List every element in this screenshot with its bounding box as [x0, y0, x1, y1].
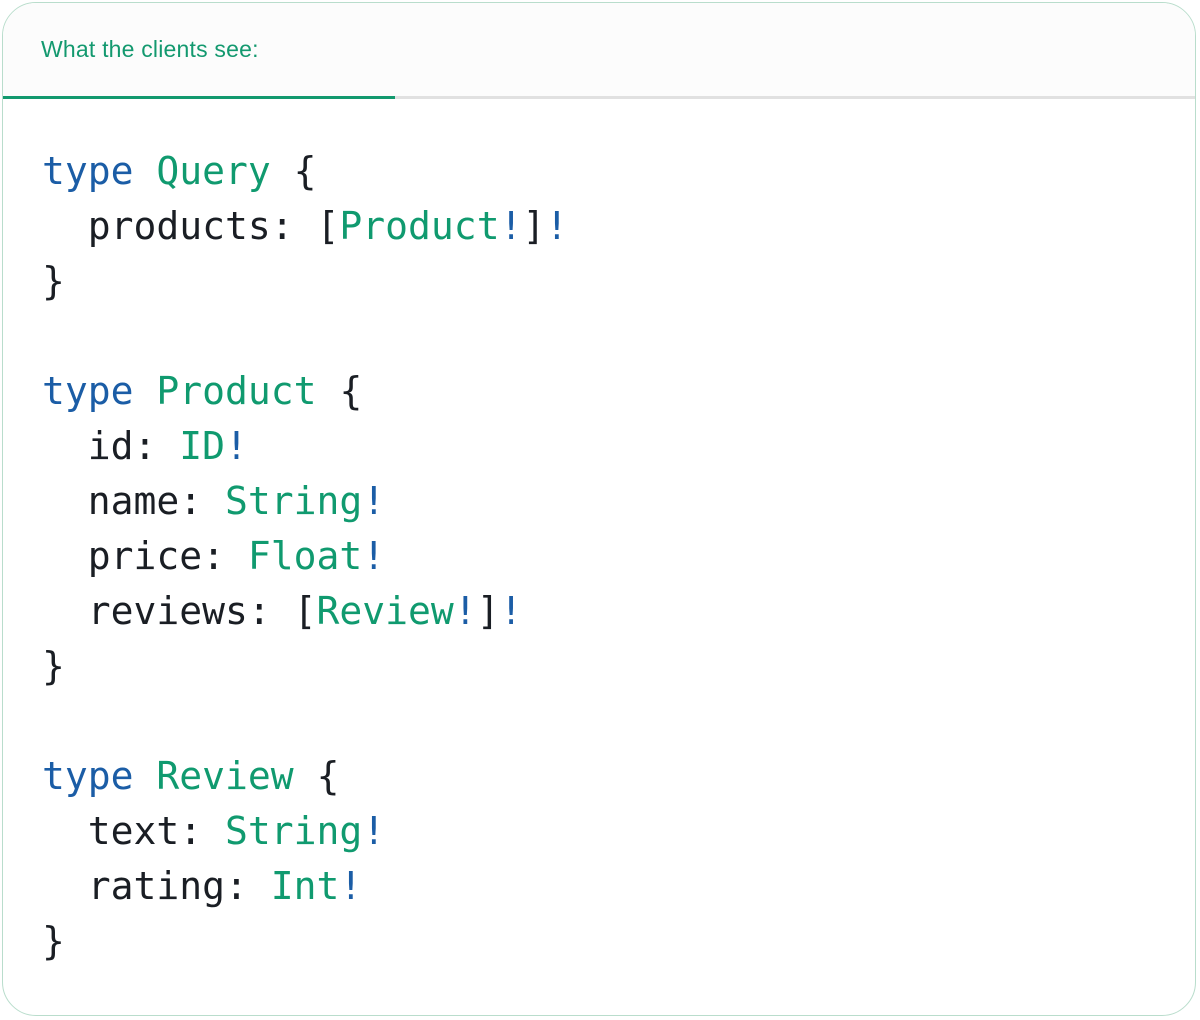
code-token-type: Product — [339, 204, 500, 248]
code-token-plain: price: — [42, 534, 248, 578]
code-token-keyword: type — [42, 754, 134, 798]
code-token-plain: ] — [522, 204, 546, 248]
code-line: name: String! — [42, 474, 1165, 529]
code-token-plain: } — [42, 259, 65, 303]
code-token-plain: { — [316, 369, 363, 413]
code-line — [42, 309, 1165, 364]
code-token-keyword: ! — [453, 589, 477, 633]
code-token-plain: rating: — [42, 864, 271, 908]
tab-bar: What the clients see: — [3, 3, 1195, 99]
code-line: price: Float! — [42, 529, 1165, 584]
code-token-keyword: ! — [499, 589, 523, 633]
code-line: type Query { — [42, 144, 1165, 199]
code-token-keyword: ! — [362, 809, 386, 853]
tab-what-the-clients-see[interactable]: What the clients see: — [3, 3, 395, 99]
code-line: } — [42, 914, 1165, 969]
code-line: id: ID! — [42, 419, 1165, 474]
code-token-keyword: ! — [499, 204, 523, 248]
code-line: } — [42, 639, 1165, 694]
code-token-type: String — [225, 479, 363, 523]
code-block: type Query { products: [Product!]!}type … — [3, 99, 1195, 969]
code-token-type: Query — [156, 149, 271, 193]
code-token-keyword: ! — [362, 479, 386, 523]
code-token-plain: reviews: [ — [42, 589, 317, 633]
tab-label: What the clients see: — [41, 36, 259, 62]
code-token-plain: } — [42, 644, 65, 688]
code-token-type: String — [225, 809, 363, 853]
code-token-keyword: ! — [545, 204, 569, 248]
code-token-plain: products: [ — [42, 204, 340, 248]
code-line: type Review { — [42, 749, 1165, 804]
code-line — [42, 694, 1165, 749]
code-token-plain: name: — [42, 479, 226, 523]
code-token-type: Int — [270, 864, 340, 908]
code-token-plain: { — [293, 754, 340, 798]
code-token-plain: text: — [42, 809, 226, 853]
code-token-plain — [134, 754, 157, 798]
code-token-plain — [134, 149, 157, 193]
code-token-plain — [134, 369, 157, 413]
code-token-keyword: ! — [362, 534, 386, 578]
code-token-keyword: ! — [339, 864, 363, 908]
code-token-type: ID — [179, 424, 226, 468]
code-token-keyword: ! — [225, 424, 248, 468]
code-token-plain: id: — [42, 424, 180, 468]
code-token-plain: ] — [476, 589, 500, 633]
code-token-type: Product — [156, 369, 317, 413]
code-token-type: Review — [316, 589, 454, 633]
code-token-keyword: type — [42, 149, 134, 193]
code-token-type: Review — [156, 754, 294, 798]
code-line: reviews: [Review!]! — [42, 584, 1165, 639]
code-line: products: [Product!]! — [42, 199, 1165, 254]
code-line: text: String! — [42, 804, 1165, 859]
code-token-keyword: type — [42, 369, 134, 413]
code-token-plain: { — [270, 149, 317, 193]
code-token-plain: } — [42, 919, 65, 963]
code-line: type Product { — [42, 364, 1165, 419]
code-token-type: Float — [247, 534, 363, 578]
code-line: } — [42, 254, 1165, 309]
code-line: rating: Int! — [42, 859, 1165, 914]
